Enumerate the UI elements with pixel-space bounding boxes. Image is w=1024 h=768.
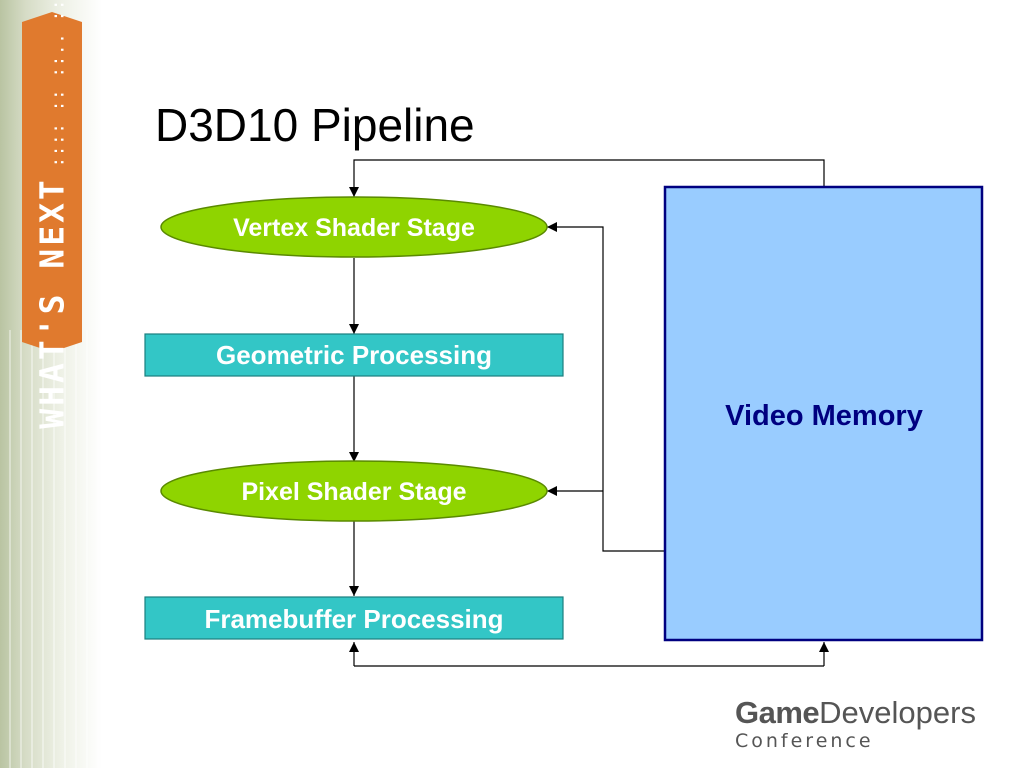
framebuffer-processing-box [144, 596, 564, 640]
banner-ribbon-shape [22, 12, 82, 352]
framebuffer-processing-stage: Framebuffer Processing [144, 596, 564, 640]
vertex-shader-ellipse [160, 196, 548, 258]
video-memory-block: Video Memory [663, 185, 984, 642]
logo-developers-text: Developers [819, 695, 976, 730]
sidebar-pattern [0, 330, 102, 768]
logo-conference-text: Conference [735, 730, 874, 752]
vertex-shader-label: Vertex Shader Stage [233, 214, 475, 242]
geometric-processing-stage: Geometric Processing [144, 333, 564, 377]
vertex-shader-stage: Vertex Shader Stage [160, 196, 548, 258]
arrow-memory-to-vertex-top [349, 159, 825, 197]
arrow-memory-to-vertex-side [547, 222, 665, 552]
connectors [349, 159, 829, 667]
gdc-logo: GameDevelopers Conference [735, 697, 976, 751]
framebuffer-processing-label: Framebuffer Processing [204, 604, 503, 634]
gdc-banner-ribbon [22, 12, 82, 352]
pixel-shader-stage: Pixel Shader Stage [160, 460, 548, 522]
sidebar-decoration: WHAT'S NEXT :::: :: ::.. ::GDC:06 [0, 0, 102, 768]
pixel-shader-ellipse [160, 460, 548, 522]
geometric-processing-box [144, 333, 564, 377]
logo-wordmark: GameDevelopers [735, 697, 976, 728]
video-memory-box [663, 185, 984, 642]
geometric-processing-label: Geometric Processing [216, 340, 492, 370]
logo-game-text: Game [735, 695, 820, 730]
slide-title: D3D10 Pipeline [155, 99, 475, 151]
video-memory-label: Video Memory [725, 400, 923, 432]
pixel-shader-label: Pixel Shader Stage [241, 478, 466, 506]
